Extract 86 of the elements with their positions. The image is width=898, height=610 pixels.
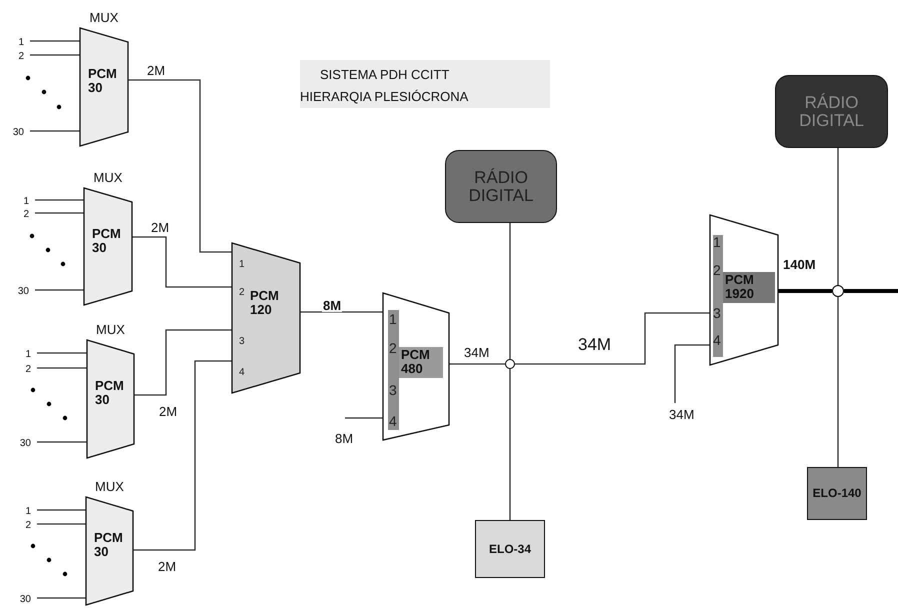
edge-label: 8M <box>334 432 354 445</box>
edge-label: 34M <box>577 336 612 353</box>
radio-box: RÁDIO DIGITAL <box>775 75 888 148</box>
junction-circle <box>832 285 844 297</box>
connector-line <box>509 223 511 359</box>
terminal-box: ELO-140 <box>807 467 867 520</box>
connector-line <box>449 363 505 365</box>
input-number: 30 <box>20 595 31 605</box>
input-number: 1 <box>18 38 24 48</box>
multiplexer <box>87 322 134 458</box>
input-number: 30 <box>18 287 29 297</box>
connector-line <box>345 417 383 419</box>
input-number: 2 <box>25 521 31 531</box>
port-number: 2 <box>389 341 397 355</box>
input-number: 2 <box>25 365 31 375</box>
multiplexer-label: PCM 1920 <box>723 272 775 303</box>
mux-heading: MUX <box>95 322 126 337</box>
port-number: 3 <box>239 337 245 347</box>
connector-line <box>300 311 383 313</box>
input-line <box>37 367 87 369</box>
port-number: 3 <box>713 306 721 320</box>
input-line <box>37 441 87 443</box>
input-number: 1 <box>23 197 29 207</box>
edge-label: 8M <box>322 299 342 312</box>
edge-label: 140M <box>782 258 817 271</box>
input-number: 30 <box>12 128 24 138</box>
connector-line <box>133 360 232 551</box>
input-line <box>35 212 84 214</box>
multiplexer <box>86 479 133 605</box>
input-line <box>37 597 86 599</box>
port-number: 4 <box>389 414 397 428</box>
edge-label: 34M <box>463 346 490 359</box>
edge-label: 34M <box>668 408 696 421</box>
title-banner: SISTEMA PDH CCITT HIERARQIA PLESIÓCRONA <box>300 60 550 108</box>
connector-line <box>844 289 898 293</box>
multiplexer-label: PCM 30 <box>88 67 118 96</box>
junction-circle <box>505 359 515 369</box>
radio-box: RÁDIO DIGITAL <box>445 150 557 223</box>
port-number: 1 <box>239 260 245 270</box>
multiplexer-label: PCM 30 <box>92 226 122 256</box>
multiplexer <box>710 215 778 365</box>
port-number: 2 <box>713 263 721 277</box>
port-number: 1 <box>389 312 397 326</box>
input-number: 1 <box>25 350 31 360</box>
input-line <box>35 289 84 291</box>
input-line <box>30 130 80 132</box>
connector-line <box>674 344 710 403</box>
edge-label: 2M <box>157 560 178 573</box>
connector-line <box>515 312 710 365</box>
port-number: 4 <box>713 333 721 347</box>
multiplexer <box>383 293 449 440</box>
port-number: 4 <box>239 368 245 378</box>
input-line <box>35 199 84 201</box>
multiplexer-label: PCM 30 <box>94 531 124 560</box>
input-number: 2 <box>18 52 24 62</box>
port-number: 1 <box>713 235 721 249</box>
edge-label: 2M <box>150 221 170 234</box>
connector-line <box>837 148 839 285</box>
input-line <box>30 54 80 56</box>
mux-heading: MUX <box>94 479 125 494</box>
connector-line <box>509 369 511 520</box>
input-number: 1 <box>25 507 31 517</box>
input-line <box>37 509 86 511</box>
mux-heading: MUX <box>92 170 124 185</box>
input-line <box>37 523 86 525</box>
port-number: 3 <box>389 383 397 397</box>
multiplexer <box>84 170 132 305</box>
connector-line <box>132 236 232 288</box>
connector-line <box>134 329 232 396</box>
input-line <box>37 352 87 354</box>
input-number: 2 <box>23 210 29 220</box>
multiplexer-label: PCM 30 <box>95 379 125 408</box>
port-number: 2 <box>239 288 245 298</box>
multiplexer <box>232 243 300 393</box>
input-line <box>30 40 80 42</box>
multiplexer-label: PCM 480 <box>399 347 443 378</box>
terminal-box: ELO-34 <box>475 520 545 578</box>
connector-line <box>837 297 839 467</box>
edge-label: 2M <box>158 405 178 418</box>
mux-heading: MUX <box>88 10 120 25</box>
connector-line <box>778 289 832 293</box>
input-number: 30 <box>20 439 31 449</box>
edge-label: 2M <box>146 64 166 77</box>
multiplexer-label: PCM 120 <box>250 289 280 318</box>
multiplexer <box>80 10 128 146</box>
connector-line <box>128 79 232 253</box>
